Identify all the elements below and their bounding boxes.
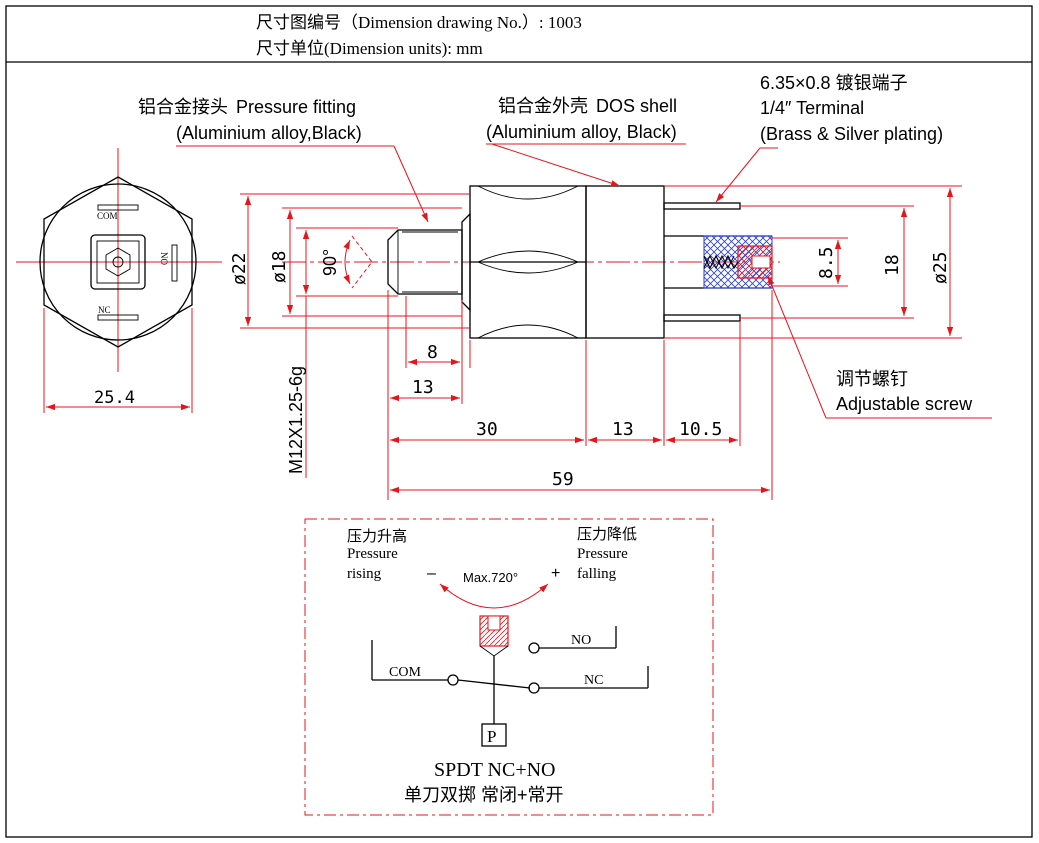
rise-cn: 压力升高 [347, 528, 407, 545]
rise-en-2: rising [347, 566, 382, 582]
dim-len-13b: 13 [612, 419, 634, 440]
horizontal-dims: 8 13 30 13 10.5 59 [387, 290, 773, 500]
plus-sign: + [551, 565, 560, 582]
dim-h18: 18 [882, 254, 903, 276]
dim-len-105: 10.5 [679, 419, 722, 440]
shell-label-2: (Aluminium alloy, Black) [486, 122, 677, 142]
rise-en-1: Pressure [347, 546, 398, 562]
dim-d25: ø25 [930, 251, 951, 284]
sch-nc-label: NC [584, 673, 603, 688]
fall-en-2: falling [577, 566, 617, 582]
screw-label-en: Adjustable screw [836, 394, 973, 414]
switch-type-cn: 单刀双掷 常闭+常开 [404, 785, 564, 805]
sch-p-label: P [487, 727, 496, 746]
terminal-label-1: 6.35×0.8 镀银端子 [760, 73, 908, 93]
dim-len-13a: 13 [412, 377, 434, 398]
dim-len-8: 8 [427, 342, 438, 363]
minus-sign: – [427, 565, 436, 582]
thread-label: M12X1.25-6g [286, 366, 306, 474]
switch-type-en: SPDT NC+NO [434, 759, 556, 781]
face-width-dim: 25.4 [94, 388, 135, 408]
header-line-1: 尺寸图编号（Dimension drawing No.）: 1003 [256, 13, 582, 32]
dim-h85: 8.5 [816, 246, 837, 279]
sch-no-label: NO [571, 633, 591, 648]
dim-d22: ø22 [229, 252, 250, 285]
max-rotation: Max.720° [463, 570, 518, 585]
screw-label-cn: 调节螺钉 [836, 369, 908, 389]
vertical-dims: ø22 ø18 M12X1.25-6g ø25 18 8.5 [229, 185, 962, 478]
dim-d18: ø18 [269, 250, 290, 283]
angle-label: 90° [320, 249, 340, 276]
dim-len-59: 59 [552, 469, 574, 490]
header-line-2: 尺寸单位(Dimension units): mm [256, 39, 483, 58]
terminal-label-2: 1/4″ Terminal [760, 98, 864, 118]
side-view: 90° [282, 185, 780, 339]
face-nc-label: NC [98, 305, 111, 315]
face-com-label: COM [97, 211, 118, 221]
schematic-frame [304, 518, 714, 816]
switch-schematic: 压力升高 Pressure rising 压力降低 Pressure falli… [304, 518, 714, 816]
face-view: COM NC NO 25.4 [16, 148, 222, 413]
outer-frame [5, 5, 1033, 838]
fall-en-1: Pressure [577, 546, 628, 562]
fall-cn: 压力降低 [577, 526, 637, 543]
face-no-label: NO [159, 252, 169, 265]
sch-com-label: COM [389, 665, 421, 680]
dim-len-30: 30 [476, 419, 498, 440]
fitting-label-2: (Aluminium alloy,Black) [176, 123, 362, 143]
terminal-label-3: (Brass & Silver plating) [760, 124, 943, 144]
